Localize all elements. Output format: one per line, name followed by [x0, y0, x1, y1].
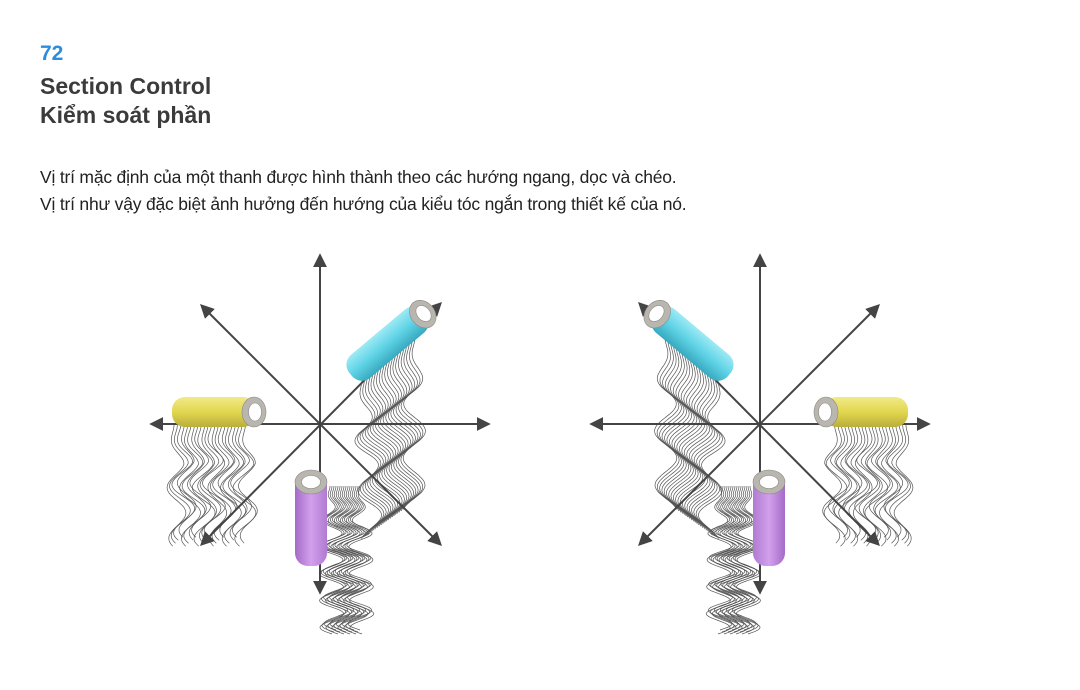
- roller-body: [346, 306, 429, 381]
- roller-body: [651, 306, 734, 381]
- roller-hole: [415, 305, 432, 322]
- roller-vertical-violet: [752, 469, 786, 566]
- roller-hole: [818, 402, 832, 422]
- roller-body: [824, 397, 908, 427]
- roller-hole: [248, 402, 262, 422]
- roller-hole: [648, 305, 665, 322]
- body-line-2: Vị trí như vậy đặc biệt ảnh hưởng đến hư…: [40, 194, 687, 214]
- roller-horizontal-yellow: [813, 396, 908, 428]
- body-line-1: Vị trí mặc định của một thanh được hình …: [40, 167, 677, 187]
- diagram-left: [149, 253, 491, 635]
- diagram-right: [589, 253, 931, 635]
- page-number: 72: [40, 42, 64, 65]
- roller-hole: [301, 475, 321, 489]
- roller-vertical-violet: [294, 469, 328, 566]
- roller-body: [753, 472, 785, 566]
- title-vietnamese: Kiểm soát phần: [40, 102, 212, 128]
- body-text: Vị trí mặc định của một thanh được hình …: [40, 164, 687, 218]
- roller-hole: [759, 475, 779, 489]
- roller-horizontal-yellow: [172, 396, 267, 428]
- roller-diagonal-cyan: [643, 300, 734, 381]
- roller-body: [172, 397, 256, 427]
- roller-diagonal-cyan: [346, 300, 437, 381]
- title-english: Section Control: [40, 73, 212, 99]
- page-title: Section Control Kiểm soát phần: [40, 72, 211, 130]
- roller-body: [295, 472, 327, 566]
